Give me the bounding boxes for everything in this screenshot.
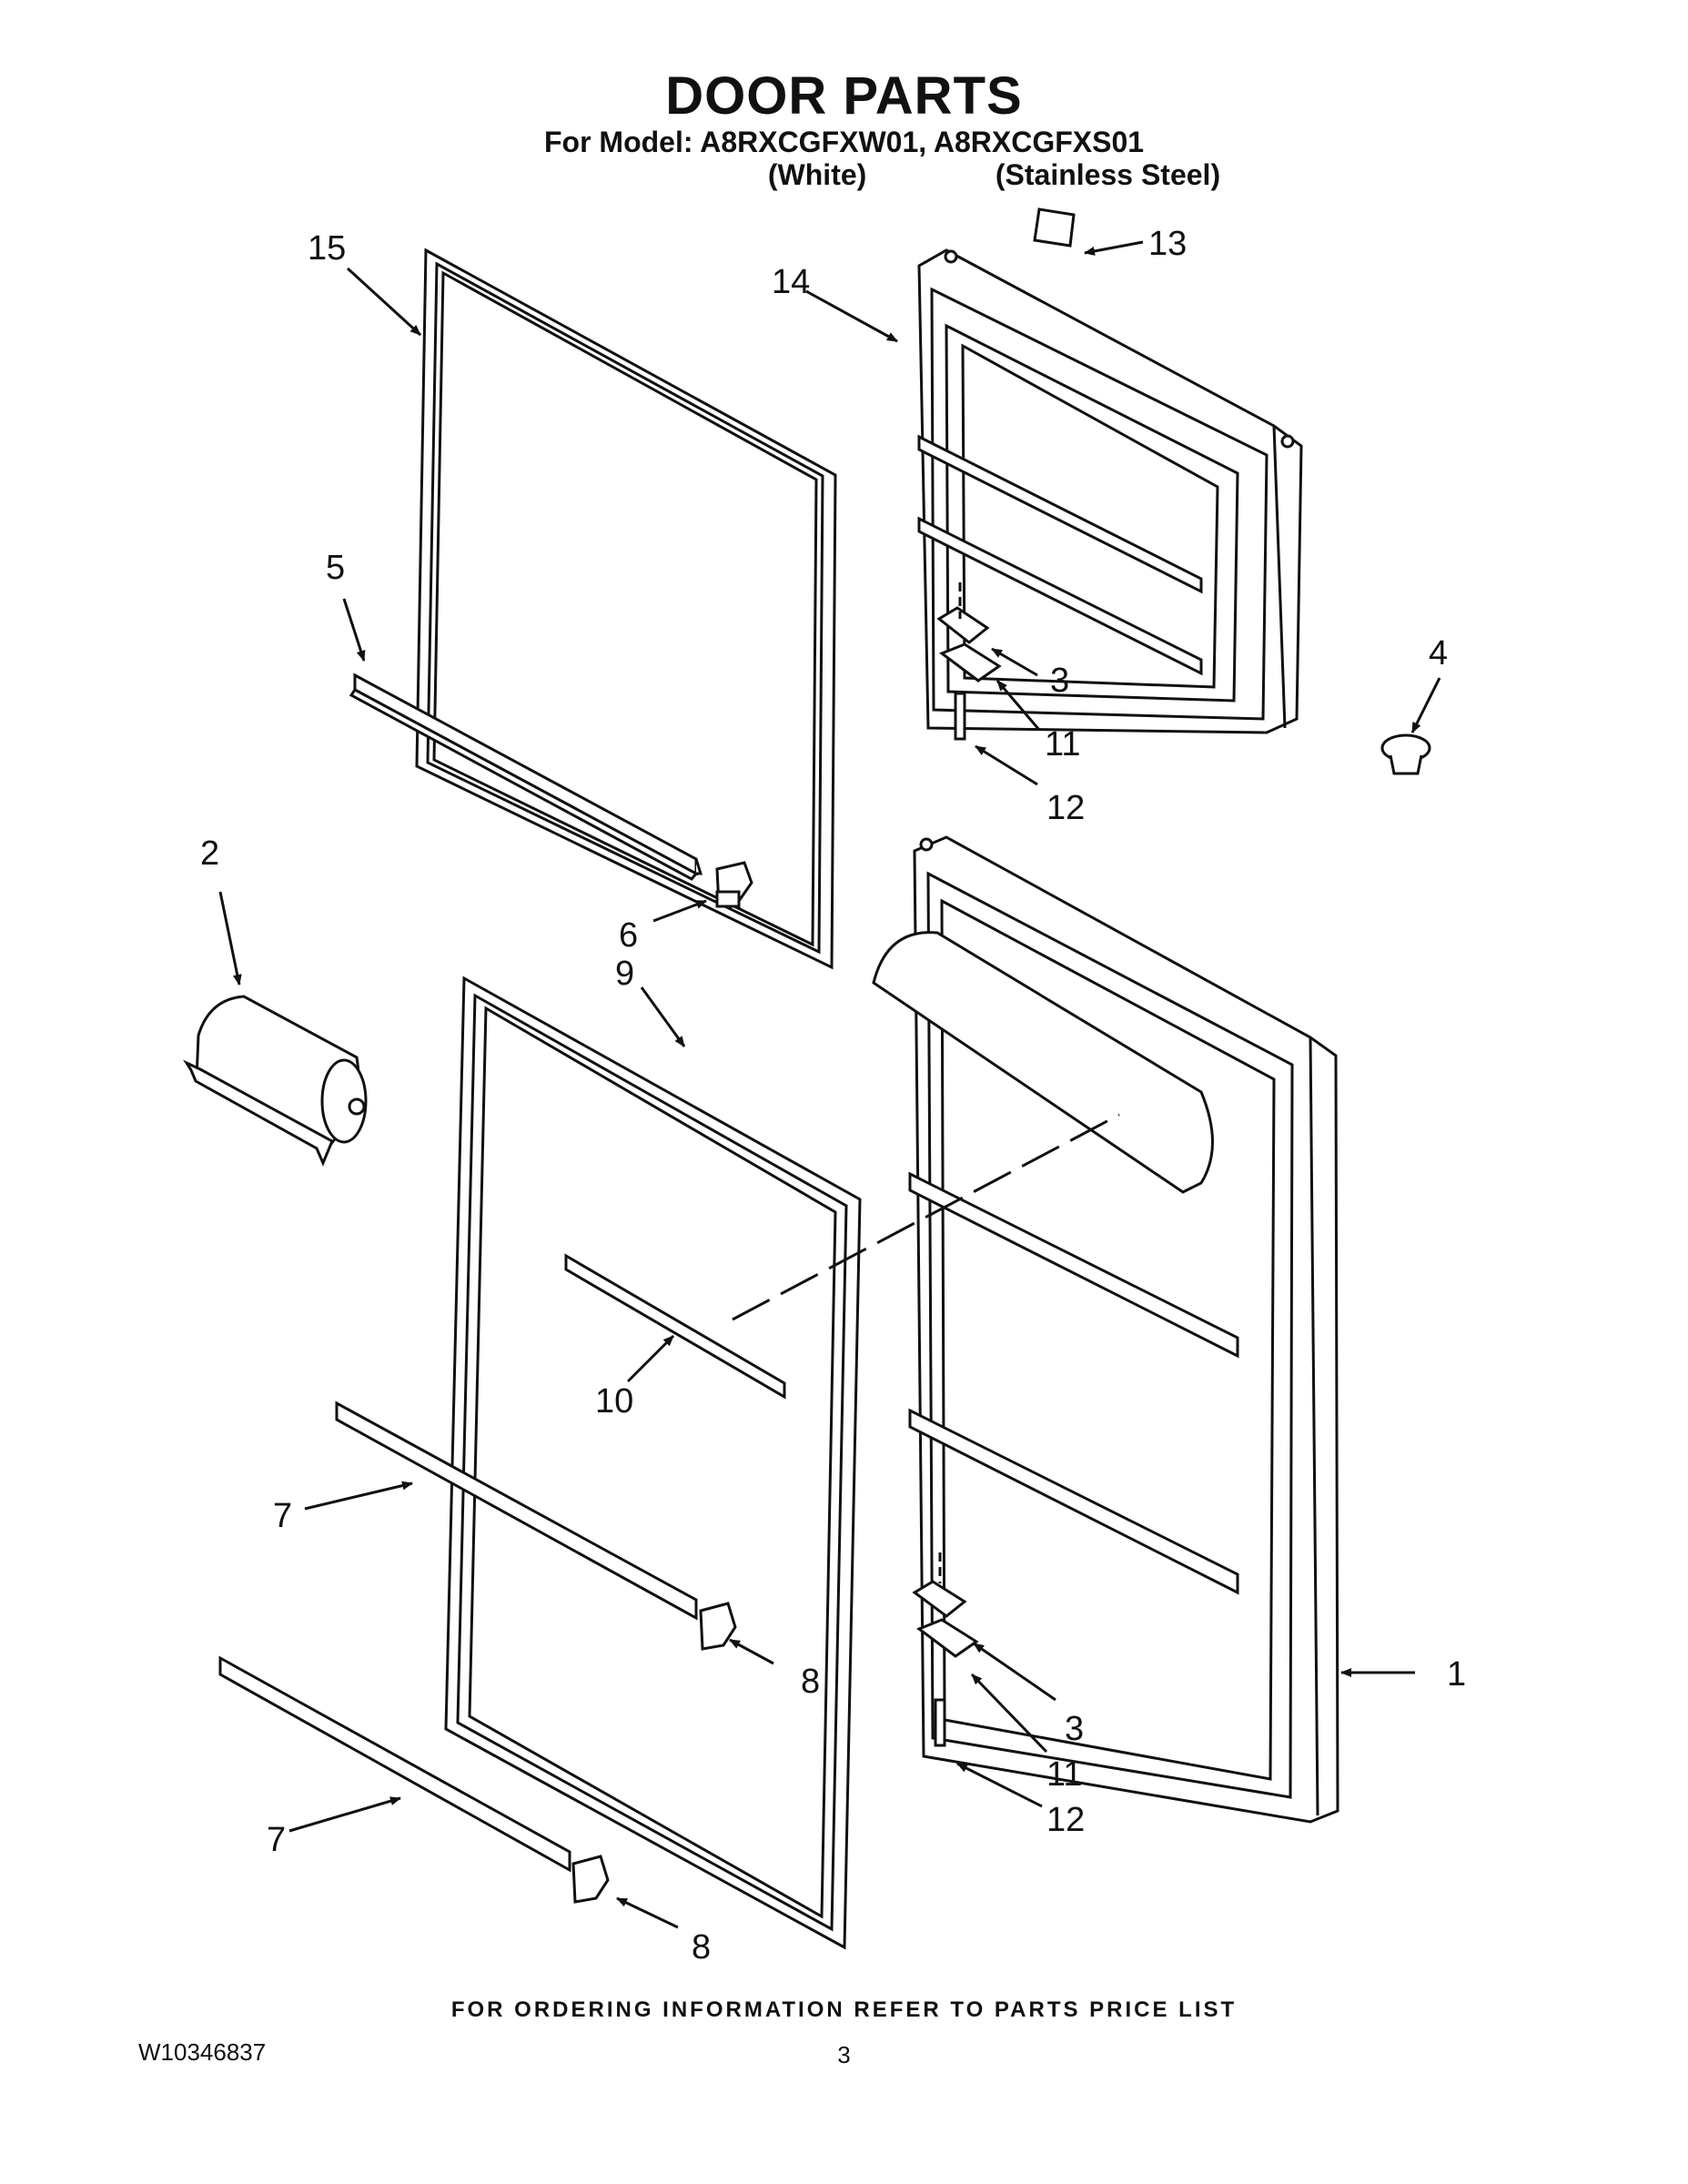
callout-6: 6 [619, 916, 638, 955]
part-14-freezer-door [917, 248, 1303, 734]
part-15-freezer-gasket [415, 248, 837, 970]
part-6-end-cap [715, 861, 753, 908]
page-number: 3 [837, 2041, 851, 2068]
callout-3-lower: 3 [1065, 1710, 1084, 1748]
door-shelf-lower [908, 1408, 1239, 1595]
callout-12-lower: 12 [1046, 1801, 1085, 1839]
part-7-door-bar-lower [218, 1655, 571, 1873]
callout-11-lower: 11 [1046, 1755, 1082, 1794]
model-line: For Model: A8RXCGFXW01, A8RXCGFXS01 [543, 126, 1145, 158]
callout-4: 4 [1429, 634, 1448, 672]
part-1-fresh-food-door [872, 835, 1339, 1824]
part-9-fresh-food-gasket [444, 976, 862, 1950]
variant-white: (White) [767, 158, 867, 191]
part-2-dairy-door [183, 995, 368, 1167]
callout-5: 5 [326, 549, 345, 587]
assembly-line [732, 1113, 1120, 1321]
part-10-center-bar [564, 1253, 786, 1400]
part-8-end-cap-upper [699, 1602, 737, 1651]
part-11-hinge-bushing-lower [915, 1618, 979, 1658]
callout-8-lower: 8 [692, 1928, 711, 1967]
leader-lines [218, 240, 1441, 1929]
part-13-label [1033, 207, 1076, 248]
dairy-compartment [872, 931, 1214, 1194]
callout-15: 15 [308, 229, 346, 268]
callout-1: 1 [1447, 1655, 1466, 1694]
callout-7-lower: 7 [267, 1821, 286, 1859]
callout-10: 10 [595, 1382, 633, 1421]
part-11-hinge-bushing-upper [938, 642, 1002, 682]
door-shelf-upper [908, 1171, 1239, 1359]
callout-14: 14 [772, 263, 810, 301]
part-3-hinge-lower [912, 1580, 967, 1618]
callout-11-upper: 11 [1045, 725, 1080, 763]
part-12-screw-lower [934, 1698, 946, 1747]
lower-hinge-assembly [912, 1552, 979, 1747]
page-title: DOOR PARTS [665, 66, 1023, 126]
part-3-hinge-upper [936, 606, 990, 644]
ordering-note: FOR ORDERING INFORMATION REFER TO PARTS … [450, 1997, 1238, 2022]
callout-8-upper: 8 [801, 1663, 820, 1701]
part-7-door-bar-upper [335, 1400, 698, 1621]
part-5-door-bar [349, 672, 703, 881]
upper-hinge-assembly [936, 582, 1002, 741]
callout-12-upper: 12 [1046, 789, 1085, 827]
callout-3-upper: 3 [1050, 662, 1069, 700]
callout-2: 2 [200, 834, 219, 873]
part-8-end-cap-lower [571, 1855, 610, 1904]
document-number: W10346837 [138, 2038, 267, 2066]
callout-13: 13 [1148, 225, 1187, 263]
variant-steel: (Stainless Steel) [995, 158, 1221, 191]
part-4-plug-button [1380, 733, 1431, 775]
callout-9: 9 [615, 955, 634, 993]
part-12-screw-upper [954, 692, 966, 741]
callout-7-upper: 7 [273, 1497, 292, 1535]
model-variants: (White) (Stainless Steel) [0, 158, 1688, 192]
